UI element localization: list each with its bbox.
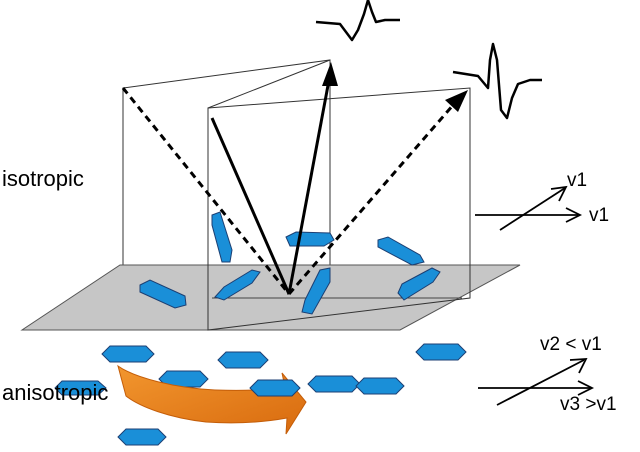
crystal [355, 377, 405, 395]
crystal [101, 345, 155, 363]
plane-edge [207, 59, 331, 109]
crystal [211, 211, 233, 263]
waveform-signal [315, 0, 400, 42]
crystal [117, 428, 167, 446]
velocity-arrow [499, 187, 566, 231]
surface-crystals [139, 211, 441, 315]
anisotropic-velocity-bottom: v3 >v1 [560, 394, 617, 415]
isotropic-velocity-top: v1 [567, 170, 588, 191]
anisotropic-velocity-top: v2 < v1 [540, 334, 602, 355]
crystal [249, 379, 301, 397]
incident-ray-dashed [121, 87, 291, 295]
crystal [397, 267, 441, 301]
orange-curved-arrow [117, 364, 307, 435]
crystal [54, 380, 107, 396]
velocity-arrow [496, 359, 585, 406]
velocity-arrowhead [577, 380, 595, 396]
incidence-plane-front [207, 87, 471, 331]
crystal [301, 267, 331, 315]
crystal [285, 231, 335, 247]
overlay-crystals [117, 379, 301, 446]
arrowhead [322, 62, 338, 86]
anisotropic-label: anisotropic [2, 380, 109, 405]
waveform-signal [452, 42, 542, 120]
crystal [307, 375, 361, 393]
arrowhead [445, 90, 468, 112]
reflected-ray-dashed [287, 103, 456, 295]
velocity-arrowhead [569, 358, 588, 374]
crystal [377, 236, 425, 266]
velocity-arrowhead [550, 185, 568, 202]
isotropic-velocity-bottom: v1 [589, 205, 610, 226]
reflected-ray-solid [287, 79, 331, 295]
crystal [415, 343, 467, 361]
crystal [139, 279, 187, 309]
crystal [214, 269, 261, 301]
velocity-arrowhead [565, 207, 583, 223]
scattered-crystals [54, 343, 467, 396]
isotropic-label: isotropic [2, 166, 84, 191]
incident-ray-solid [210, 117, 291, 295]
crystal [217, 351, 269, 369]
